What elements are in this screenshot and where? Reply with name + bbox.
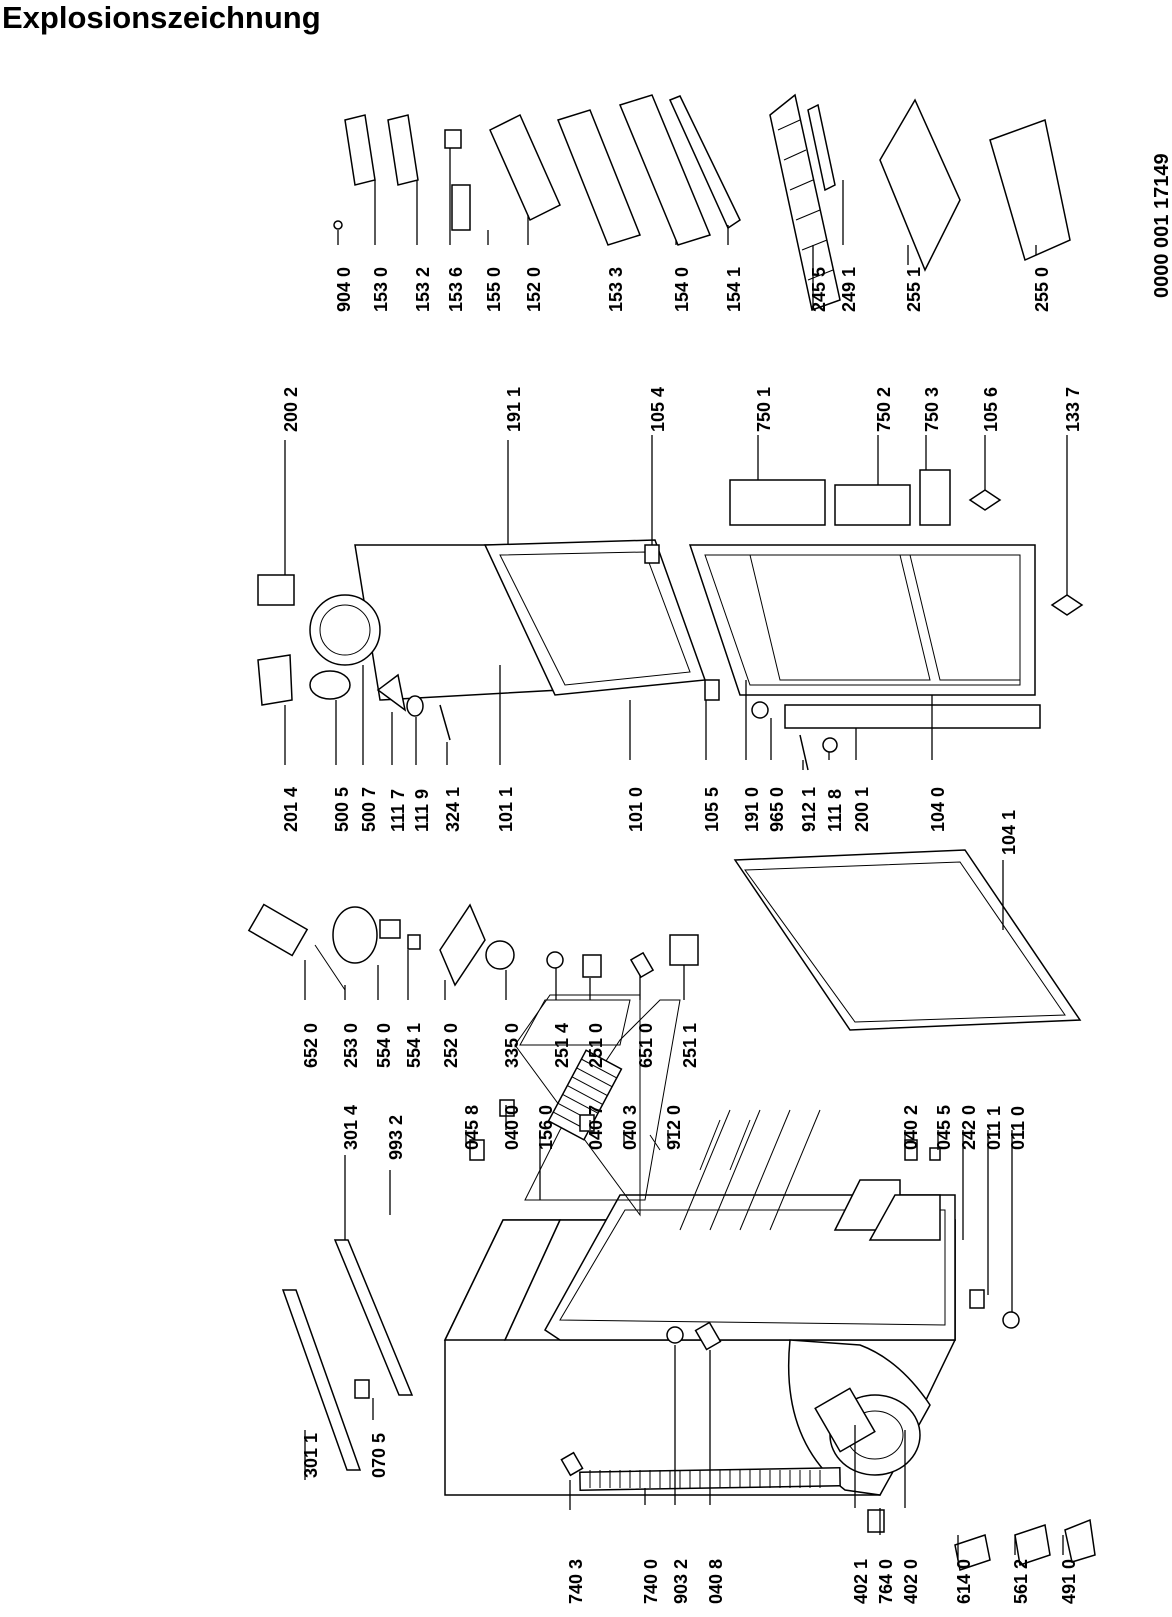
part-label: 105 5 — [702, 787, 722, 832]
part-label: 040 8 — [706, 1559, 726, 1604]
part-label: 191 0 — [742, 787, 762, 832]
part-label: 255 1 — [904, 267, 924, 312]
part-label: 402 1 — [851, 1559, 871, 1604]
part-label: 070 5 — [369, 1433, 389, 1478]
freezer-parts-drawing — [247, 903, 699, 991]
part-label: 764 0 — [876, 1559, 896, 1604]
part-label: 750 3 — [922, 387, 942, 432]
part-label: 249 1 — [839, 267, 859, 312]
part-label: 191 1 — [504, 387, 524, 432]
door-accessories-drawing — [333, 93, 1071, 311]
part-label: 255 0 — [1032, 267, 1052, 312]
part-label: 500 7 — [359, 787, 379, 832]
part-label: 153 0 — [371, 267, 391, 312]
part-label: 200 1 — [852, 787, 872, 832]
part-label: 152 0 — [524, 267, 544, 312]
part-label: 011 0 — [1008, 1106, 1028, 1150]
part-label: 554 0 — [374, 1023, 394, 1068]
part-label: 252 0 — [441, 1023, 461, 1068]
part-label: 253 0 — [341, 1023, 361, 1068]
part-label: 111 9 — [412, 789, 432, 832]
part-label: 740 0 — [641, 1559, 661, 1604]
part-label: 335 0 — [502, 1023, 522, 1068]
part-label: 750 1 — [754, 387, 774, 432]
part-label: 251 0 — [586, 1023, 606, 1068]
part-label: 912 0 — [664, 1105, 684, 1150]
part-label: 040 0 — [502, 1105, 522, 1150]
part-label: 153 6 — [446, 267, 466, 312]
part-label: 912 1 — [799, 787, 819, 832]
part-label: 101 1 — [496, 787, 516, 832]
part-label: 242 0 — [959, 1105, 979, 1150]
part-label: 101 0 — [626, 787, 646, 832]
part-label: 301 1 — [301, 1433, 321, 1478]
part-label: 251 1 — [680, 1023, 700, 1068]
part-label: 652 0 — [301, 1023, 321, 1068]
part-label: 111 8 — [825, 789, 845, 832]
part-label: 105 6 — [981, 387, 1001, 432]
part-label: 903 2 — [671, 1559, 691, 1604]
part-label: 200 2 — [281, 387, 301, 432]
part-label: 651 0 — [636, 1023, 656, 1068]
part-label: 965 0 — [767, 787, 787, 832]
part-label: 301 4 — [341, 1105, 361, 1150]
part-label: 491 0 — [1059, 1559, 1079, 1604]
page-title: Explosionszeichnung — [2, 0, 321, 35]
part-label: 201 4 — [281, 787, 301, 832]
part-label: 245 5 — [809, 267, 829, 312]
cabinet-drawing — [281, 994, 1096, 1571]
part-label: 402 0 — [901, 1559, 921, 1604]
document-number: 0000 001 17149 — [1151, 153, 1172, 298]
part-label: 750 2 — [874, 387, 894, 432]
part-label: 154 0 — [672, 267, 692, 312]
part-label: 251 4 — [552, 1023, 572, 1068]
door-drawing — [257, 469, 1084, 1031]
part-label: 156 0 — [536, 1105, 556, 1150]
part-label: 104 0 — [928, 787, 948, 832]
part-label: 133 7 — [1063, 387, 1083, 432]
part-label: 011 1 — [984, 1106, 1004, 1150]
part-label: 324 1 — [443, 787, 463, 832]
part-label: 104 1 — [999, 810, 1019, 855]
part-label: 614 0 — [954, 1559, 974, 1604]
part-label: 554 1 — [404, 1023, 424, 1068]
part-label: 045 8 — [462, 1105, 482, 1150]
part-label: 040 3 — [620, 1105, 640, 1150]
part-label: 155 0 — [484, 267, 504, 312]
part-label: 561 2 — [1011, 1559, 1031, 1604]
part-label: 500 5 — [332, 787, 352, 832]
part-label: 045 5 — [934, 1105, 954, 1150]
part-label: 153 3 — [606, 267, 626, 312]
part-label: 740 3 — [566, 1559, 586, 1604]
part-label: 040 2 — [901, 1105, 921, 1150]
part-label: 904 0 — [334, 267, 354, 312]
part-label: 105 4 — [648, 387, 668, 432]
leader-lines — [284, 148, 1068, 1560]
part-label: 040 7 — [586, 1105, 606, 1150]
part-label: 993 2 — [386, 1115, 406, 1160]
part-label: 111 7 — [388, 789, 408, 832]
part-labels: 301 1 070 5 740 3 740 0 903 2 040 8 402 … — [281, 153, 1172, 1604]
part-label: 153 2 — [413, 267, 433, 312]
part-label: 154 1 — [724, 267, 744, 312]
